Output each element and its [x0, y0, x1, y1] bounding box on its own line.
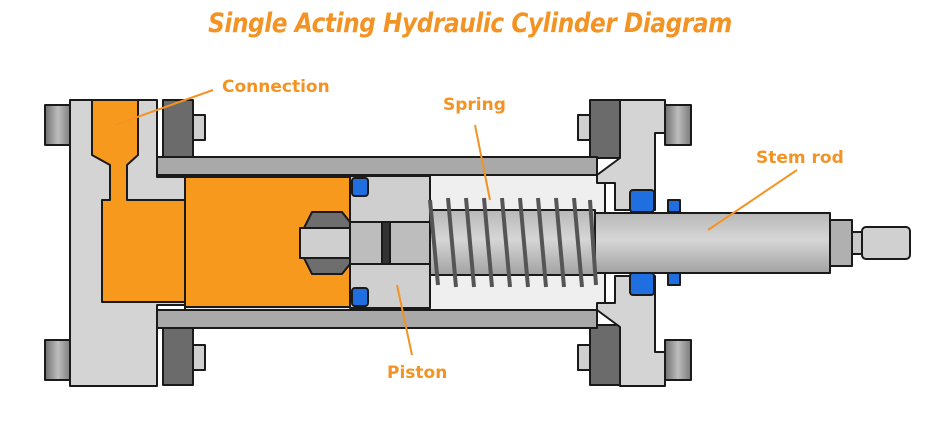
right-nut-top [577, 114, 591, 141]
right-flange-top [589, 99, 621, 159]
left-flange-top [162, 99, 194, 159]
label-connection: Connection [222, 77, 330, 97]
label-spring: Spring [443, 95, 506, 115]
piston-groove [381, 221, 391, 265]
rod-end-tip [861, 226, 911, 260]
right-cap-bolt-bottom [664, 339, 692, 381]
stem-rod [594, 212, 831, 274]
right-cap-bolt-top [664, 104, 692, 146]
left-nut-top [192, 114, 206, 141]
left-nut-bottom [192, 344, 206, 371]
wiper-seal-top [667, 199, 681, 213]
label-stem-rod: Stem rod [756, 148, 844, 168]
right-nut-bottom [577, 344, 591, 371]
rod-end-nut [829, 219, 853, 267]
left-cap-bolt-bottom [44, 339, 72, 381]
right-end-cap [596, 99, 692, 387]
piston-seal-top [351, 177, 369, 197]
piston-leader [396, 284, 413, 356]
diagram-title: Single Acting Hydraulic Cylinder Diagram [208, 8, 732, 39]
piston-rod-end [299, 227, 351, 259]
spring-leader [474, 124, 491, 201]
rod-seal-top [629, 189, 655, 213]
connection-leader [114, 89, 214, 126]
spring [428, 197, 598, 288]
rod-seal-bottom [629, 272, 655, 296]
label-piston: Piston [387, 363, 447, 383]
piston [299, 175, 431, 309]
left-flange-bottom [162, 324, 194, 386]
stem-rod-leader [707, 169, 798, 231]
piston-seal-bottom [351, 287, 369, 307]
left-cap-bolt-top [44, 104, 72, 146]
cylinder-tube-bottom [156, 309, 598, 329]
right-flange-bottom [589, 324, 621, 386]
cylinder-tube-top [156, 156, 598, 176]
wiper-seal-bottom [667, 272, 681, 286]
